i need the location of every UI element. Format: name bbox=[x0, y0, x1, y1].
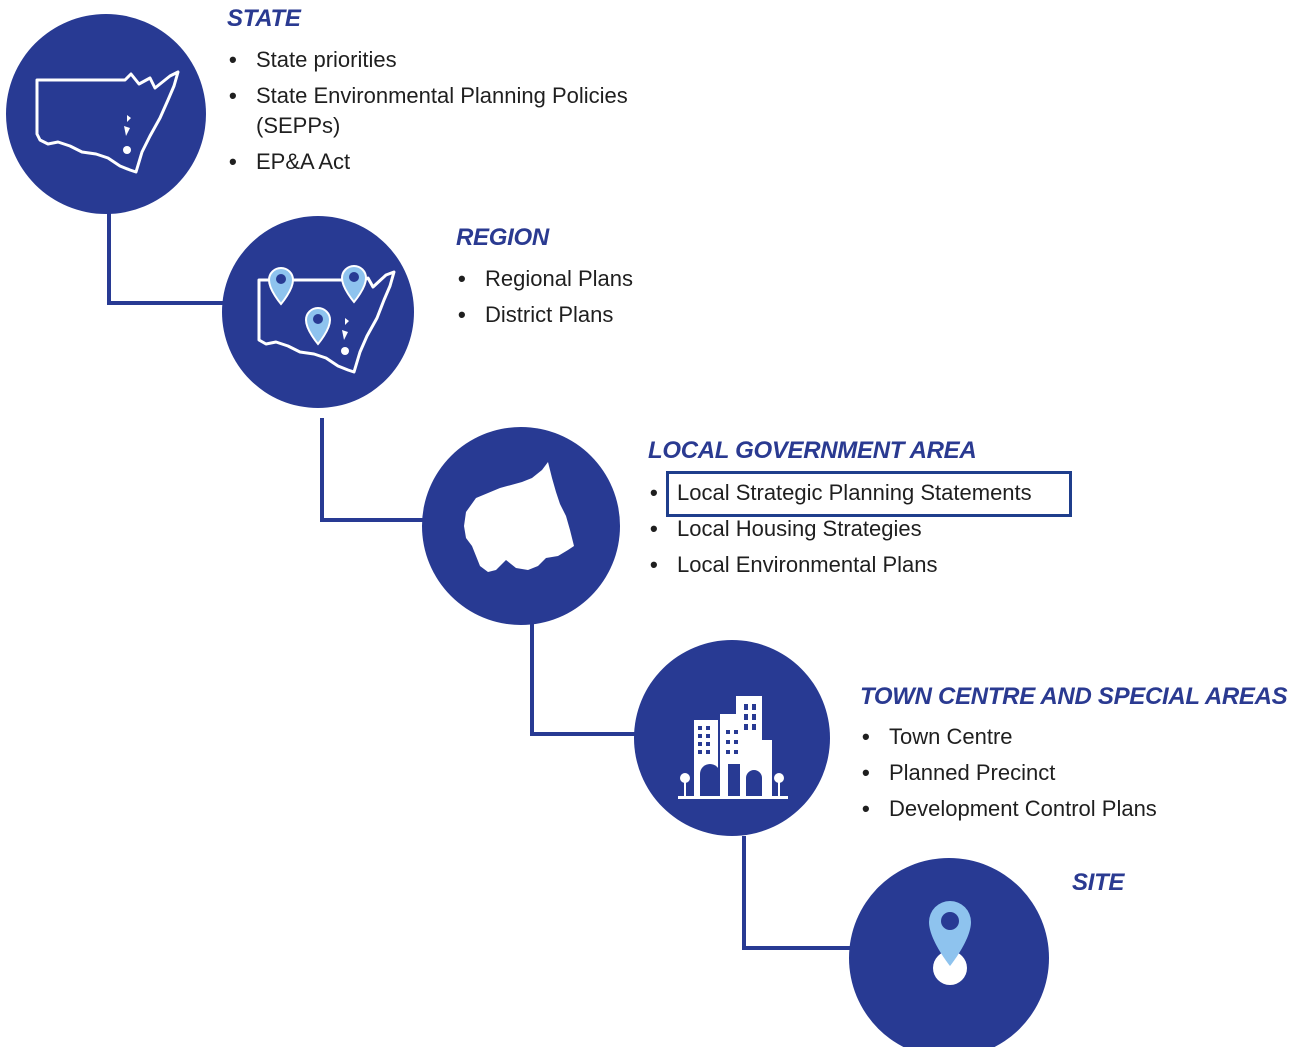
buildings-icon bbox=[678, 696, 788, 799]
list-item: •State Environmental Planning Policies(S… bbox=[229, 83, 628, 138]
list-item: •Town Centre bbox=[860, 722, 1157, 752]
region-pin-2 bbox=[340, 265, 368, 304]
bullet-marker: • bbox=[229, 47, 237, 72]
state-list: •State priorities •State Environmental P… bbox=[227, 45, 628, 177]
list-item: •EP&A Act bbox=[227, 147, 628, 177]
region-map-pins-icon bbox=[257, 265, 396, 374]
list-item: •Development Control Plans bbox=[860, 794, 1157, 824]
level-title-town-centre: TOWN CENTRE AND SPECIAL AREAS bbox=[860, 683, 1288, 710]
connector-town-site bbox=[742, 836, 851, 950]
lga-list: •Local Strategic Planning Statements •Lo… bbox=[648, 478, 1032, 580]
list-item: •Local Housing Strategies bbox=[648, 514, 1032, 544]
bullet-marker: • bbox=[650, 516, 658, 541]
list-item: •District Plans bbox=[456, 300, 633, 330]
bullet-marker: • bbox=[862, 724, 870, 749]
connector-region-lga bbox=[320, 418, 423, 522]
bullet-marker: • bbox=[650, 552, 658, 577]
highlight-box bbox=[666, 471, 1072, 517]
connector-state-region bbox=[107, 212, 226, 305]
level-title-lga: LOCAL GOVERNMENT AREA bbox=[648, 437, 977, 464]
bullet-marker: • bbox=[458, 302, 466, 327]
connector-lga-town bbox=[530, 622, 636, 736]
list-item: •Local Environmental Plans bbox=[648, 550, 1032, 580]
location-pin-icon bbox=[929, 901, 971, 985]
bullet-marker: • bbox=[229, 83, 237, 108]
region-pin-1 bbox=[267, 267, 295, 306]
connectors bbox=[107, 212, 851, 950]
list-item-highlighted: •Local Strategic Planning Statements bbox=[648, 478, 1032, 508]
region-list: •Regional Plans •District Plans bbox=[456, 264, 633, 330]
level-title-region: REGION bbox=[456, 224, 549, 251]
bullet-marker: • bbox=[458, 266, 466, 291]
bullet-marker: • bbox=[229, 149, 237, 174]
list-item: •Planned Precinct bbox=[860, 758, 1157, 788]
list-item: •Regional Plans bbox=[456, 264, 633, 294]
state-circle bbox=[6, 14, 206, 214]
region-pin-3 bbox=[304, 307, 332, 346]
state-map-icon bbox=[35, 70, 180, 174]
list-item: •State priorities bbox=[227, 45, 628, 75]
level-title-state: STATE bbox=[227, 5, 301, 32]
town-centre-list: •Town Centre •Planned Precinct •Developm… bbox=[860, 722, 1157, 824]
lga-shape-icon bbox=[464, 462, 574, 572]
bullet-marker: • bbox=[862, 760, 870, 785]
level-title-site: SITE bbox=[1072, 869, 1125, 896]
bullet-marker: • bbox=[650, 480, 658, 505]
bullet-marker: • bbox=[862, 796, 870, 821]
